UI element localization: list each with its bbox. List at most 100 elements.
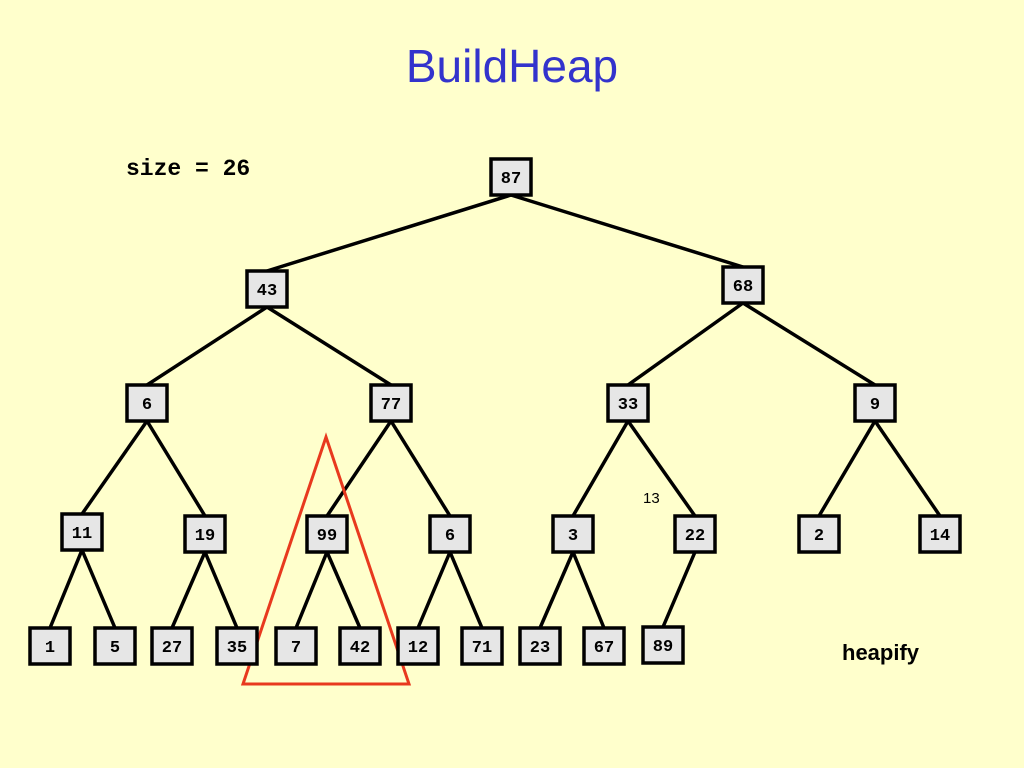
tree-edge	[80, 419, 149, 516]
node-index-annotation: 13	[643, 490, 660, 507]
heap-node-box	[215, 626, 259, 666]
heap-node-value: 3	[568, 527, 578, 546]
heap-node: 89	[641, 625, 685, 665]
heap-node-box	[551, 514, 595, 554]
heap-node: 14	[918, 514, 962, 554]
heap-node: 33	[606, 383, 650, 423]
heap-node-box	[396, 626, 440, 666]
heap-node-box	[606, 383, 650, 423]
heap-node-box	[150, 626, 194, 666]
tree-edge	[170, 551, 207, 629]
heap-node: 87	[489, 157, 533, 197]
heap-node-box	[641, 625, 685, 665]
tree-edge	[571, 420, 630, 517]
tree-edge	[538, 551, 575, 629]
size-label: size = 26	[126, 156, 251, 182]
heap-node-box	[369, 383, 413, 423]
tree-edge	[626, 419, 697, 518]
heap-node-value: 42	[350, 639, 370, 658]
tree-edge	[48, 549, 84, 629]
heap-node-value: 43	[257, 282, 277, 301]
heap-node-value: 33	[618, 396, 638, 415]
slide-title: BuildHeap	[405, 40, 619, 92]
tree-edge	[203, 551, 239, 629]
heap-node-box	[305, 514, 349, 554]
heap-node-value: 6	[142, 396, 152, 415]
tree-edge	[389, 420, 452, 517]
heap-node-box	[338, 626, 382, 666]
heap-node-value: 19	[195, 527, 215, 546]
heap-node: 67	[582, 626, 626, 666]
tree-edge	[873, 420, 942, 517]
tree-edge	[626, 301, 745, 387]
heap-node-value: 99	[317, 527, 337, 546]
heap-node-value: 71	[472, 639, 492, 658]
tree-edges	[48, 193, 942, 629]
tree-edge	[448, 551, 484, 629]
heap-node-value: 11	[72, 525, 92, 544]
heap-node: 1	[28, 626, 72, 666]
heap-node-box	[245, 269, 289, 309]
tree-edge	[416, 551, 452, 629]
heap-node: 42	[338, 626, 382, 666]
heap-node-value: 67	[594, 639, 614, 658]
heap-node-box	[274, 626, 318, 666]
heap-node-value: 1	[45, 639, 55, 658]
heap-node: 9	[853, 383, 897, 423]
heap-node-value: 89	[653, 638, 673, 657]
heap-node: 22	[673, 514, 717, 554]
heap-node: 35	[215, 626, 259, 666]
heap-node-value: 68	[733, 278, 753, 297]
heap-node-value: 23	[530, 639, 550, 658]
heap-node-box	[853, 383, 897, 423]
tree-edge	[145, 420, 207, 517]
heap-node-box	[125, 383, 169, 423]
tree-edge	[661, 551, 697, 628]
heap-node-value: 6	[445, 527, 455, 546]
heap-node-box	[918, 514, 962, 554]
heap-node: 5	[93, 626, 137, 666]
heap-node-box	[518, 626, 562, 666]
tree-edge	[571, 551, 606, 629]
heap-node-value: 77	[381, 396, 401, 415]
heap-node: 43	[245, 269, 289, 309]
heap-node: 23	[518, 626, 562, 666]
heap-node: 99	[305, 514, 349, 554]
heap-node: 68	[721, 265, 765, 305]
heap-node-box	[460, 626, 504, 666]
heap-node: 77	[369, 383, 413, 423]
tree-edge	[510, 193, 744, 269]
tree-edge	[266, 193, 512, 273]
tree-edge	[817, 420, 877, 517]
heap-node: 6	[125, 383, 169, 423]
heap-node: 19	[183, 514, 227, 554]
heap-node-box	[582, 626, 626, 666]
heap-node-value: 2	[814, 527, 824, 546]
heap-node-value: 5	[110, 639, 120, 658]
heap-node-box	[721, 265, 765, 305]
tree-edge	[294, 551, 329, 629]
heap-node-value: 87	[501, 170, 521, 189]
heapify-subtree-highlight	[240, 432, 412, 686]
heap-node: 27	[150, 626, 194, 666]
heap-node-box	[489, 157, 533, 197]
heap-node-box	[93, 626, 137, 666]
tree-edge	[742, 301, 876, 387]
heap-node-box	[673, 514, 717, 554]
heap-node-value: 35	[227, 639, 247, 658]
heap-node: 2	[797, 514, 841, 554]
heap-node-box	[428, 514, 472, 554]
heap-node-value: 12	[408, 639, 428, 658]
tree-edge	[325, 551, 362, 629]
heap-node-box	[797, 514, 841, 554]
heapify-caption: heapify	[842, 640, 920, 665]
tree-edge	[266, 305, 392, 387]
heap-node: 3	[551, 514, 595, 554]
heap-node: 7	[274, 626, 318, 666]
tree-edge	[325, 420, 393, 517]
heap-node-value: 9	[870, 396, 880, 415]
heap-node-value: 22	[685, 527, 705, 546]
heap-node-value: 7	[291, 639, 301, 658]
